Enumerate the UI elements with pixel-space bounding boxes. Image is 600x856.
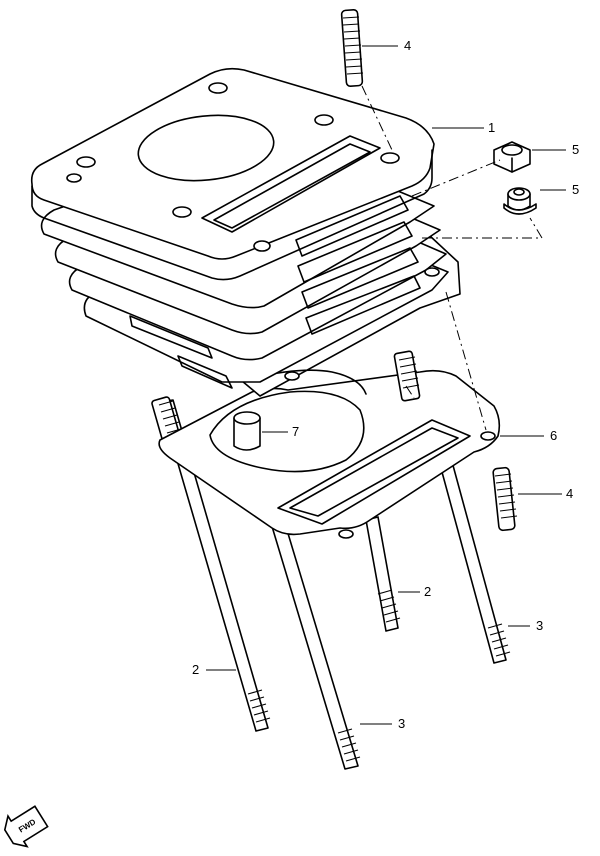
stud-thread-top (342, 16, 364, 75)
cylinder-bore (137, 114, 275, 182)
cylinder (30, 67, 461, 397)
cylinder-bolt-hole (172, 206, 192, 218)
assembly-lines (361, 85, 543, 431)
cylinder-bolt-hole (208, 82, 228, 94)
cam-chain-tunnel (201, 135, 381, 233)
callout-4-top: 4 (404, 38, 411, 53)
stud-bolt-top (340, 9, 364, 87)
cylinder-bolt-hole (66, 173, 82, 183)
flange-nut-upper (493, 141, 531, 173)
gasket-bolt-hole (338, 529, 354, 539)
cylinder-bolt-hole (76, 156, 96, 168)
callout-2-left: 2 (192, 662, 199, 677)
cylinder-bolt-hole (284, 371, 300, 381)
dowel-pin (233, 411, 261, 451)
short-stud-bolt-lower (365, 516, 401, 632)
fwd-arrow-icon (3, 805, 49, 848)
stud-thread-center-bottom (337, 728, 361, 762)
cylinder-bolt-hole (424, 267, 440, 277)
long-stud-bolt-left (151, 396, 271, 732)
callout-labels: 4 1 5 5 6 4 7 2 3 2 3 (192, 38, 579, 731)
callout-2-right: 2 (424, 584, 431, 599)
stud-thread-right (494, 473, 518, 519)
callout-3-left: 3 (398, 716, 405, 731)
callout-3-right: 3 (536, 618, 543, 633)
callout-6: 6 (550, 428, 557, 443)
cylinder-bolt-hole (253, 240, 271, 252)
stud-thread-short-lower (377, 589, 401, 623)
cylinder-base-gasket (158, 369, 501, 539)
stud-thread-left-bottom (247, 689, 271, 723)
stud-bolt-right (492, 466, 518, 532)
cylinder-bolt-hole (314, 114, 334, 126)
stud-thread-right-bottom (487, 623, 511, 657)
callout-4-right: 4 (566, 486, 573, 501)
cylinder-bolt-hole (380, 152, 400, 164)
fwd-badge: FWD (3, 805, 49, 848)
callout-5-upper: 5 (572, 142, 579, 157)
gasket-bolt-hole (480, 431, 496, 441)
callout-7: 7 (292, 424, 299, 439)
short-stud-bolt-upper (393, 350, 421, 402)
callout-1: 1 (488, 120, 495, 135)
leader-lines (206, 45, 566, 725)
callout-5-lower: 5 (572, 182, 579, 197)
flange-nut-lower (503, 187, 537, 215)
stud-thread-short-upper (398, 356, 420, 389)
